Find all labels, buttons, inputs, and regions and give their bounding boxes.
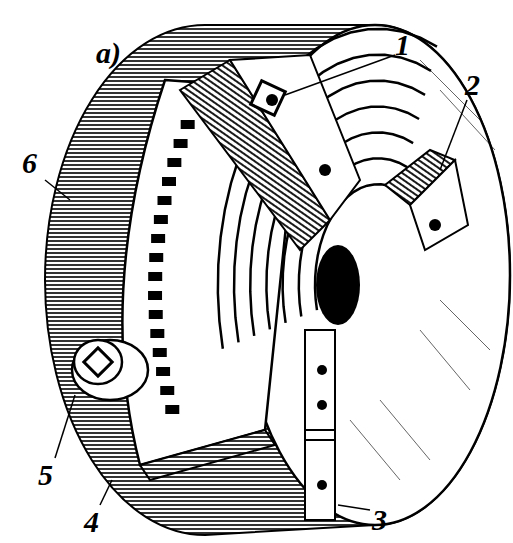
callout-number: 5 <box>38 460 53 490</box>
gear-tooth <box>148 291 162 300</box>
callout-number: 4 <box>84 507 99 537</box>
gear-tooth <box>174 139 188 148</box>
pinion-key-socket <box>72 340 148 400</box>
face-shading <box>350 60 495 480</box>
gear-tooth <box>154 215 168 224</box>
center-bore <box>316 245 360 325</box>
callout-number: 2 <box>465 70 480 100</box>
gear-tooth <box>149 253 163 262</box>
ring-gear-teeth <box>148 120 195 414</box>
gear-tooth <box>162 177 176 186</box>
leader-lines <box>45 55 467 510</box>
gear-tooth <box>149 310 163 319</box>
callout-number: 6 <box>22 148 37 178</box>
chuck-body <box>45 25 510 535</box>
gear-tooth <box>148 272 162 281</box>
callout-number: 3 <box>372 505 387 535</box>
figure-letter: а) <box>96 38 121 68</box>
gear-tooth <box>150 329 164 338</box>
cut-edge <box>140 430 275 480</box>
gear-tooth <box>156 367 170 376</box>
gear-tooth <box>151 234 165 243</box>
gear-tooth <box>165 405 179 414</box>
gear-tooth <box>167 158 181 167</box>
gear-tooth <box>158 196 172 205</box>
jaw-1 <box>180 55 360 250</box>
jaw-2 <box>385 150 468 250</box>
jaw-3 <box>305 330 335 520</box>
gear-tooth <box>153 348 167 357</box>
gear-tooth <box>160 386 174 395</box>
callout-number: 1 <box>395 30 410 60</box>
gear-tooth <box>181 120 195 129</box>
